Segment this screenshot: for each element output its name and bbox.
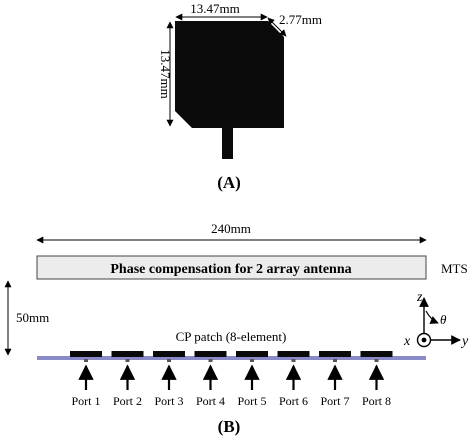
patch-element-2 bbox=[111, 351, 144, 357]
top-dim-label: 13.47mm bbox=[190, 1, 239, 16]
patch-element-7 bbox=[319, 351, 351, 357]
feed-point-3 bbox=[167, 359, 171, 362]
feed-point-7 bbox=[333, 359, 337, 362]
corner-dim-label: 2.77mm bbox=[279, 12, 322, 27]
patch-element-5 bbox=[236, 351, 268, 357]
corner-dim-arrow bbox=[267, 17, 287, 37]
patch-element-1 bbox=[70, 351, 102, 357]
port-label-8: Port 8 bbox=[362, 394, 391, 408]
port-label-7: Port 7 bbox=[320, 394, 349, 408]
cp-patch-element bbox=[175, 21, 284, 128]
mts-label: MTS bbox=[441, 261, 468, 276]
feed-line bbox=[222, 126, 233, 159]
theta-label: θ bbox=[440, 312, 447, 327]
mts-layer bbox=[36, 255, 427, 280]
panel-b-label: (B) bbox=[218, 417, 241, 436]
coordinate-axes: z x y θ bbox=[403, 290, 469, 349]
patch-element-6 bbox=[277, 351, 310, 357]
panel-a: 13.47mm 2.77mm 13.47mm (A) bbox=[158, 1, 322, 192]
x-axis-dot bbox=[421, 337, 427, 343]
y-axis-label: y bbox=[460, 334, 469, 349]
feed-point-4 bbox=[208, 359, 213, 362]
port-label-1: Port 1 bbox=[71, 394, 100, 408]
width-dim-label: 240mm bbox=[211, 221, 251, 236]
height-dim-label: 50mm bbox=[16, 310, 49, 325]
mts-box-text: Phase compensation for 2 array antenna bbox=[110, 262, 351, 277]
patch-element-4 bbox=[194, 351, 227, 357]
panel-a-label: (A) bbox=[217, 173, 241, 192]
z-axis-label: z bbox=[416, 290, 423, 305]
patch-array-label: CP patch (8-element) bbox=[176, 329, 287, 344]
patch-element-3 bbox=[153, 351, 185, 357]
x-axis-label: x bbox=[403, 334, 411, 349]
feed-point-1 bbox=[84, 359, 88, 362]
port-label-4: Port 4 bbox=[196, 394, 225, 408]
feed-point-2 bbox=[125, 359, 130, 362]
port-label-5: Port 5 bbox=[237, 394, 266, 408]
port-row: Port 1 Port 2 Port 3 Port 4 Port 5 Port 6 Port… bbox=[71, 364, 391, 408]
feed-point-5 bbox=[250, 359, 254, 362]
port-label-6: Port 6 bbox=[279, 394, 308, 408]
patch-element-8 bbox=[360, 351, 393, 357]
port-label-2: Port 2 bbox=[113, 394, 142, 408]
patch-row bbox=[70, 351, 393, 362]
feed-point-8 bbox=[374, 359, 379, 362]
panel-b: 240mm Phase compensation for 2 array ant… bbox=[4, 221, 469, 436]
left-dim-label: 13.47mm bbox=[158, 49, 173, 98]
feed-point-6 bbox=[291, 359, 296, 362]
substrate bbox=[37, 356, 426, 360]
port-label-3: Port 3 bbox=[154, 394, 183, 408]
theta-arrow bbox=[425, 310, 439, 324]
